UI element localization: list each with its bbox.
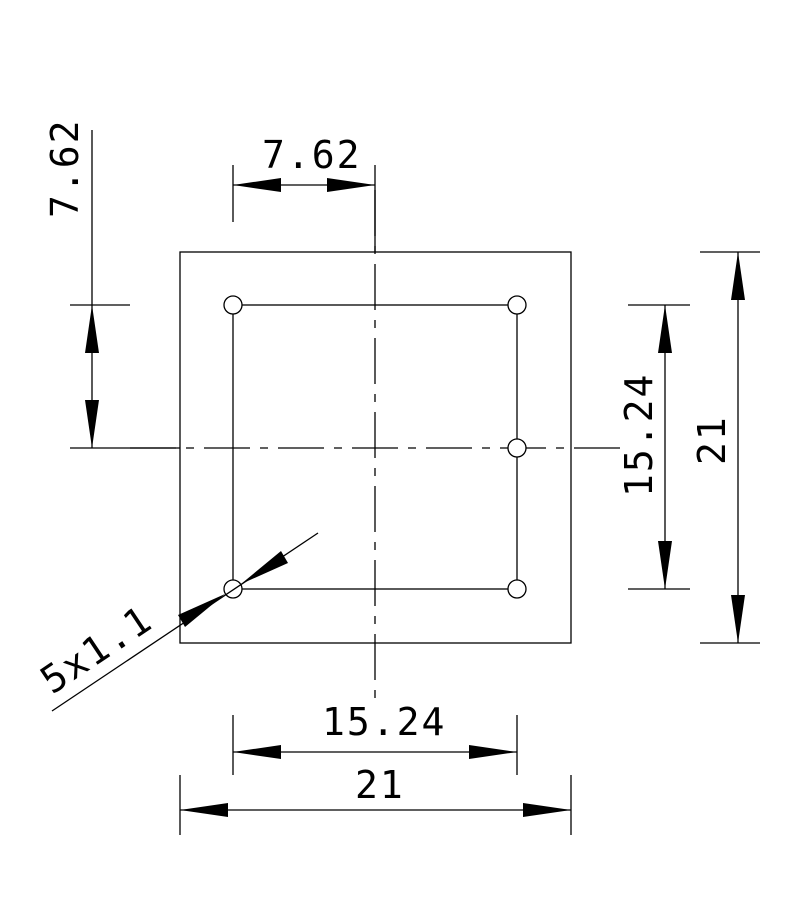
right-inner-arrow-top [658,305,672,353]
left-dim-arrow-bottom [85,400,99,448]
right-outer-dim-label: 21 [690,415,734,465]
right-inner-dim-label: 15.24 [617,373,661,497]
hole-callout-label: 5x1.1 [33,597,161,703]
bottom-outer-arrow-right [523,803,571,817]
bottom-inner-arrow-left [233,745,281,759]
hole-top-right [507,295,527,315]
bottom-outer-arrow-left [180,803,228,817]
left-dim-label: 7.62 [43,118,87,218]
hole-top-left [223,295,243,315]
right-outer-arrow-top [731,252,745,300]
hole-bottom-left [223,579,243,599]
bottom-inner-arrow-right [469,745,517,759]
left-dim-arrow-top [85,305,99,353]
bottom-outer-dim-label: 21 [355,763,405,807]
bottom-inner-dim-label: 15.24 [322,700,446,744]
right-outer-arrow-bottom [731,595,745,643]
top-dim-label: 7.62 [262,133,362,177]
top-dim-arrow-left [233,178,281,192]
hole-callout-arrow-inner [241,551,288,584]
hole-middle-right [507,438,527,458]
hole-callout-arrow-outer [178,594,225,627]
top-dim-arrow-right [327,178,375,192]
right-inner-arrow-bottom [658,541,672,589]
hole-bottom-right [507,579,527,599]
